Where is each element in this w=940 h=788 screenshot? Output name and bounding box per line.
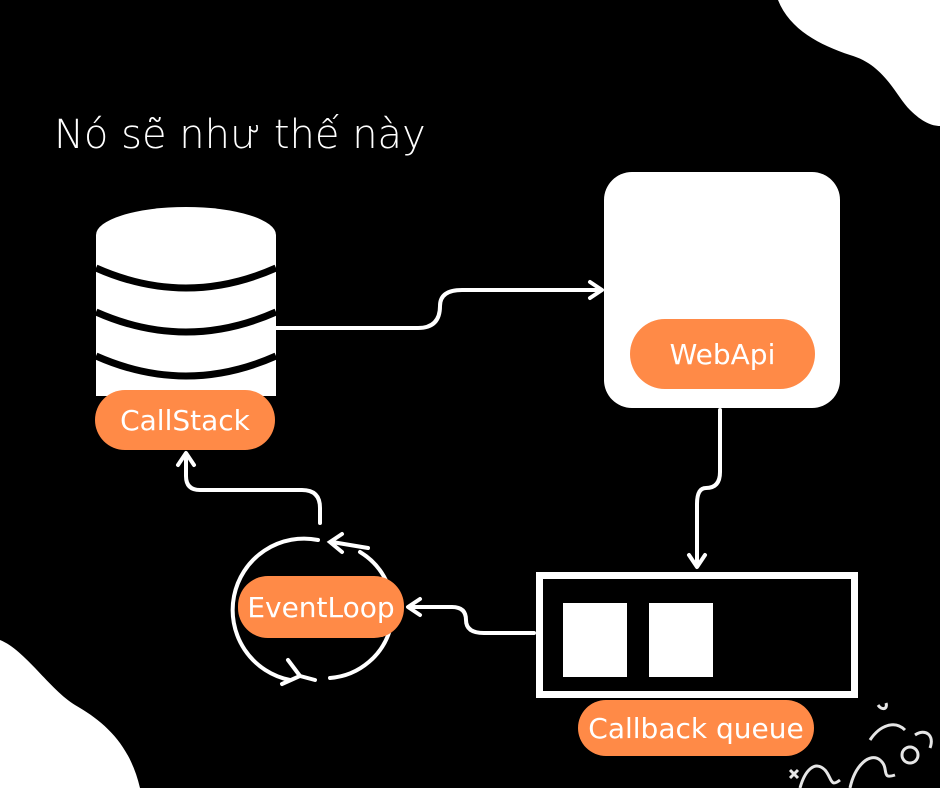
connector-callstack-to-webapi <box>270 288 602 330</box>
page-title: Nó sẽ như thế này <box>54 112 426 158</box>
connector-webapi-to-queue <box>695 408 722 567</box>
callback-queue-label: Callback queue <box>578 700 814 756</box>
bottom-left-blob <box>0 640 140 788</box>
database-icon <box>94 207 278 396</box>
callback-queue-box <box>536 572 858 698</box>
queue-item <box>563 603 627 677</box>
eventloop-label: EventLoop <box>238 576 404 638</box>
callstack-label: CallStack <box>95 390 275 450</box>
doodle-decoration-icon <box>788 702 933 788</box>
arrowhead-eventloop <box>406 597 422 617</box>
top-right-blob <box>778 0 940 126</box>
queue-item <box>649 603 713 677</box>
arrowhead-queue <box>687 553 707 569</box>
connector-eventloop-to-callstack <box>184 453 322 525</box>
connector-queue-to-eventloop <box>408 605 536 635</box>
arrowhead-webapi <box>588 280 604 300</box>
webapi-label: WebApi <box>630 319 815 389</box>
arrowhead-callstack <box>176 451 196 467</box>
